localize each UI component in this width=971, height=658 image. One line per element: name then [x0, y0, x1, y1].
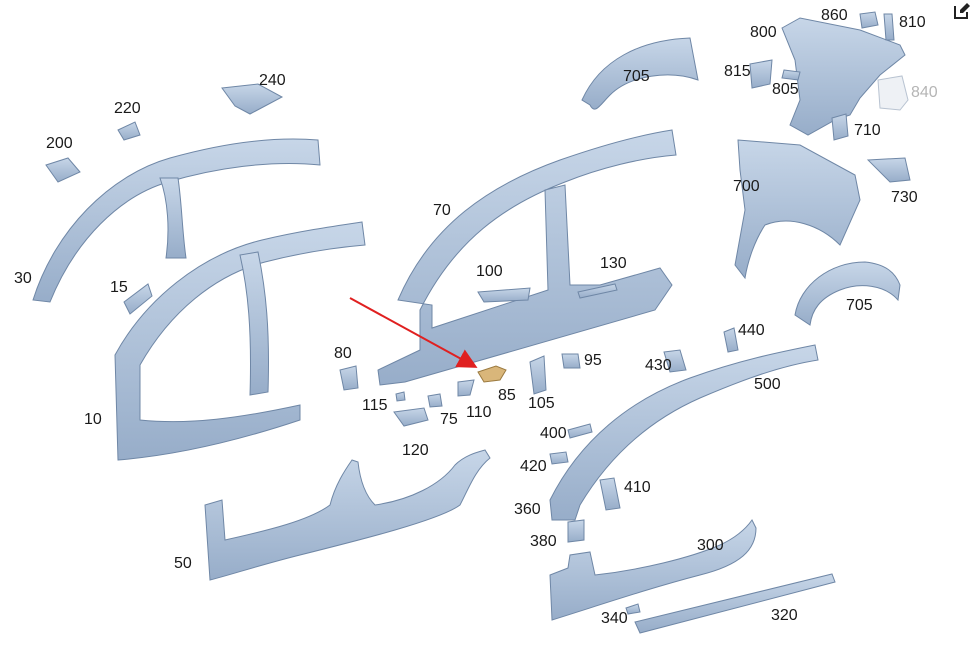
label-part-15[interactable]: 15: [110, 279, 128, 296]
part-10-side-frame: [114, 221, 366, 461]
part-75-bracket: [427, 393, 443, 408]
label-part-320[interactable]: 320: [771, 607, 798, 624]
label-part-700[interactable]: 700: [733, 178, 760, 195]
part-80-bracket: [339, 365, 359, 391]
label-part-50[interactable]: 50: [174, 555, 192, 572]
part-860-bracket: [859, 11, 879, 29]
label-part-130[interactable]: 130: [600, 255, 627, 272]
part-50-sill: [204, 449, 491, 581]
part-320-rocker-strip: [634, 573, 836, 634]
label-part-340[interactable]: 340: [601, 610, 628, 627]
label-part-220[interactable]: 220: [114, 100, 141, 117]
part-440-bracket: [723, 327, 739, 353]
label-part-30[interactable]: 30: [14, 270, 32, 287]
part-430-bracket: [663, 349, 687, 373]
label-part-420[interactable]: 420: [520, 458, 547, 475]
part-380-bracket: [567, 519, 585, 543]
part-710-bracket: [831, 113, 849, 141]
part-410-bracket: [599, 477, 621, 511]
label-part-75[interactable]: 75: [440, 411, 458, 428]
part-70-outer-frame: [377, 129, 677, 386]
label-part-85[interactable]: 85: [498, 387, 516, 404]
label-part-110[interactable]: 110: [466, 404, 492, 421]
label-part-80[interactable]: 80: [334, 345, 352, 362]
label-part-95[interactable]: 95: [584, 352, 602, 369]
part-105-bracket: [529, 355, 547, 395]
label-part-805[interactable]: 805: [772, 81, 799, 98]
part-730-bracket: [866, 157, 911, 183]
part-810-bracket: [883, 13, 895, 41]
label-part-705-upper[interactable]: 705: [623, 68, 650, 85]
part-340-bracket: [625, 603, 641, 615]
part-705-lower-arch: [794, 261, 901, 326]
label-part-115[interactable]: 115: [362, 397, 388, 414]
label-part-400[interactable]: 400: [540, 425, 567, 442]
part-705-upper-arch: [581, 37, 699, 110]
label-part-410[interactable]: 410: [624, 479, 651, 496]
label-part-705-lower[interactable]: 705: [846, 297, 873, 314]
label-part-70[interactable]: 70: [433, 202, 451, 219]
small-brackets: [45, 11, 911, 615]
edit-icon[interactable]: [953, 2, 971, 20]
label-part-360[interactable]: 360: [514, 501, 541, 518]
part-95-bracket: [561, 353, 581, 369]
label-part-240[interactable]: 240: [259, 72, 286, 89]
label-part-120[interactable]: 120: [402, 442, 429, 459]
label-part-730[interactable]: 730: [891, 189, 918, 206]
part-120-bracket: [393, 407, 429, 427]
label-part-300[interactable]: 300: [697, 537, 724, 554]
part-100-bracket: [477, 287, 531, 303]
part-805-bracket: [781, 69, 801, 81]
label-part-380[interactable]: 380: [530, 533, 557, 550]
part-220-bracket: [117, 121, 141, 141]
label-part-840[interactable]: 840: [911, 84, 938, 101]
label-part-200[interactable]: 200: [46, 135, 73, 152]
part-815-bracket: [749, 59, 773, 89]
part-240-bracket: [221, 83, 284, 115]
label-part-810[interactable]: 810: [899, 14, 926, 31]
label-part-815[interactable]: 815: [724, 63, 751, 80]
label-part-440[interactable]: 440: [738, 322, 765, 339]
part-300-rear-sill: [549, 519, 757, 621]
part-700-wheelhouse: [734, 139, 861, 280]
part-800-quarter-upper: [781, 17, 906, 136]
part-15-bracket: [123, 283, 153, 315]
label-part-710[interactable]: 710: [854, 122, 881, 139]
label-part-800[interactable]: 800: [750, 24, 777, 41]
pointer-arrow: [349, 297, 478, 368]
label-part-100[interactable]: 100: [476, 263, 503, 280]
part-30-roof-rail: [32, 138, 321, 303]
label-part-500[interactable]: 500: [754, 376, 781, 393]
part-500-inner-rail: [549, 344, 819, 521]
part-420-bracket: [549, 451, 569, 465]
part-840-dimmed: [877, 75, 909, 111]
label-part-860[interactable]: 860: [821, 7, 848, 24]
label-part-105[interactable]: 105: [528, 395, 555, 412]
label-part-430[interactable]: 430: [645, 357, 672, 374]
label-part-10[interactable]: 10: [84, 411, 102, 428]
part-200-bracket: [45, 157, 81, 183]
part-130-bracket: [577, 283, 618, 299]
part-400-bracket: [567, 423, 593, 439]
part-110-bracket: [457, 379, 475, 397]
part-115-bracket: [395, 391, 406, 402]
part-85-highlighted: [477, 365, 507, 383]
